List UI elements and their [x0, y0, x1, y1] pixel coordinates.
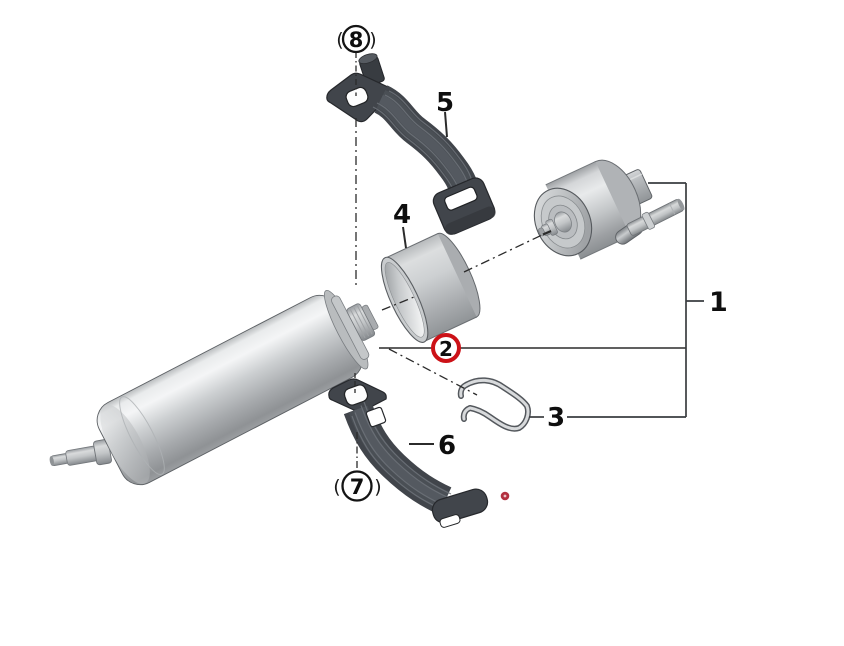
callout-8: 8 ( ) [336, 24, 377, 54]
rubber-sleeve-ring [380, 232, 481, 343]
bracket-foot [432, 177, 496, 235]
callout-7-paren-open: ( [333, 476, 340, 498]
callout-1: 1 [709, 287, 728, 318]
callout-5: 5 [436, 88, 454, 118]
callout-2-number: 2 [439, 337, 453, 361]
fuel-filter-cylinder [49, 290, 379, 486]
lower-holding-bracket [328, 378, 489, 528]
pressure-regulator [533, 159, 685, 260]
callout-8-number: 8 [349, 28, 364, 52]
callout-7-number: 7 [350, 475, 365, 499]
filter-inlet-nipple [49, 438, 112, 467]
callout-7-paren-close: ) [374, 476, 381, 498]
callout-lines [354, 52, 704, 470]
regulator-outlet-pipe [626, 198, 685, 236]
callout-6: 6 [438, 431, 456, 461]
callout-3: 3 [547, 403, 565, 433]
upper-holding-bracket [326, 53, 496, 235]
retaining-clip [457, 377, 531, 432]
callout-labels: 8 ( ) 5 4 1 2 3 6 7 ( ) [333, 24, 728, 502]
callout-8-paren-close: ) [369, 29, 376, 51]
callout-2-highlight: 2 [431, 333, 461, 363]
callout-8-paren-open: ( [336, 29, 343, 51]
bracket-foot [431, 488, 489, 524]
red-marker-dot [500, 491, 510, 501]
callout-4: 4 [393, 200, 411, 230]
callout-7: 7 ( ) [333, 470, 382, 502]
